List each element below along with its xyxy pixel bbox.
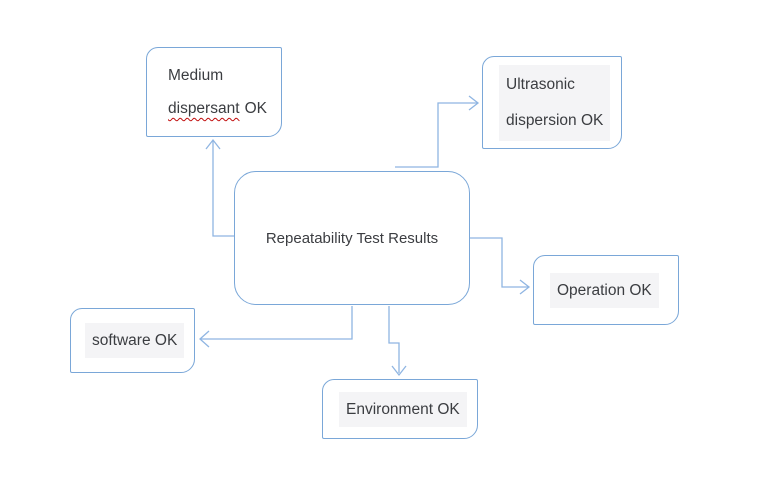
connector-center-to-environment[interactable] [388, 306, 407, 377]
connector-center-to-operation[interactable] [470, 237, 531, 295]
node-repeatability-test-results[interactable]: Repeatability Test Results [234, 171, 470, 305]
node-ultrasonic-dispersion[interactable]: Ultrasonic dispersion OK [482, 56, 622, 149]
node-software[interactable]: software OK [70, 308, 195, 373]
connector-center-to-medium[interactable] [205, 138, 234, 237]
arrowhead-down-icon [391, 365, 407, 377]
connector-center-to-ultrasonic[interactable] [395, 95, 480, 168]
node-operation[interactable]: Operation OK [533, 255, 679, 325]
misspelled-word: dispersant [168, 100, 240, 117]
node-environment[interactable]: Environment OK [322, 379, 478, 439]
arrowhead-right-icon [519, 279, 531, 295]
node-label: Environment OK [339, 391, 467, 427]
node-label: software OK [85, 323, 185, 358]
arrowhead-right-icon [468, 95, 480, 111]
arrowhead-left-icon [199, 330, 210, 348]
connector-center-to-software[interactable] [199, 306, 353, 348]
arrowhead-up-icon [205, 138, 221, 150]
node-label: Ultrasonic dispersion OK [499, 64, 611, 141]
node-label: Repeatability Test Results [265, 229, 439, 247]
node-label: Operation OK [550, 272, 659, 308]
